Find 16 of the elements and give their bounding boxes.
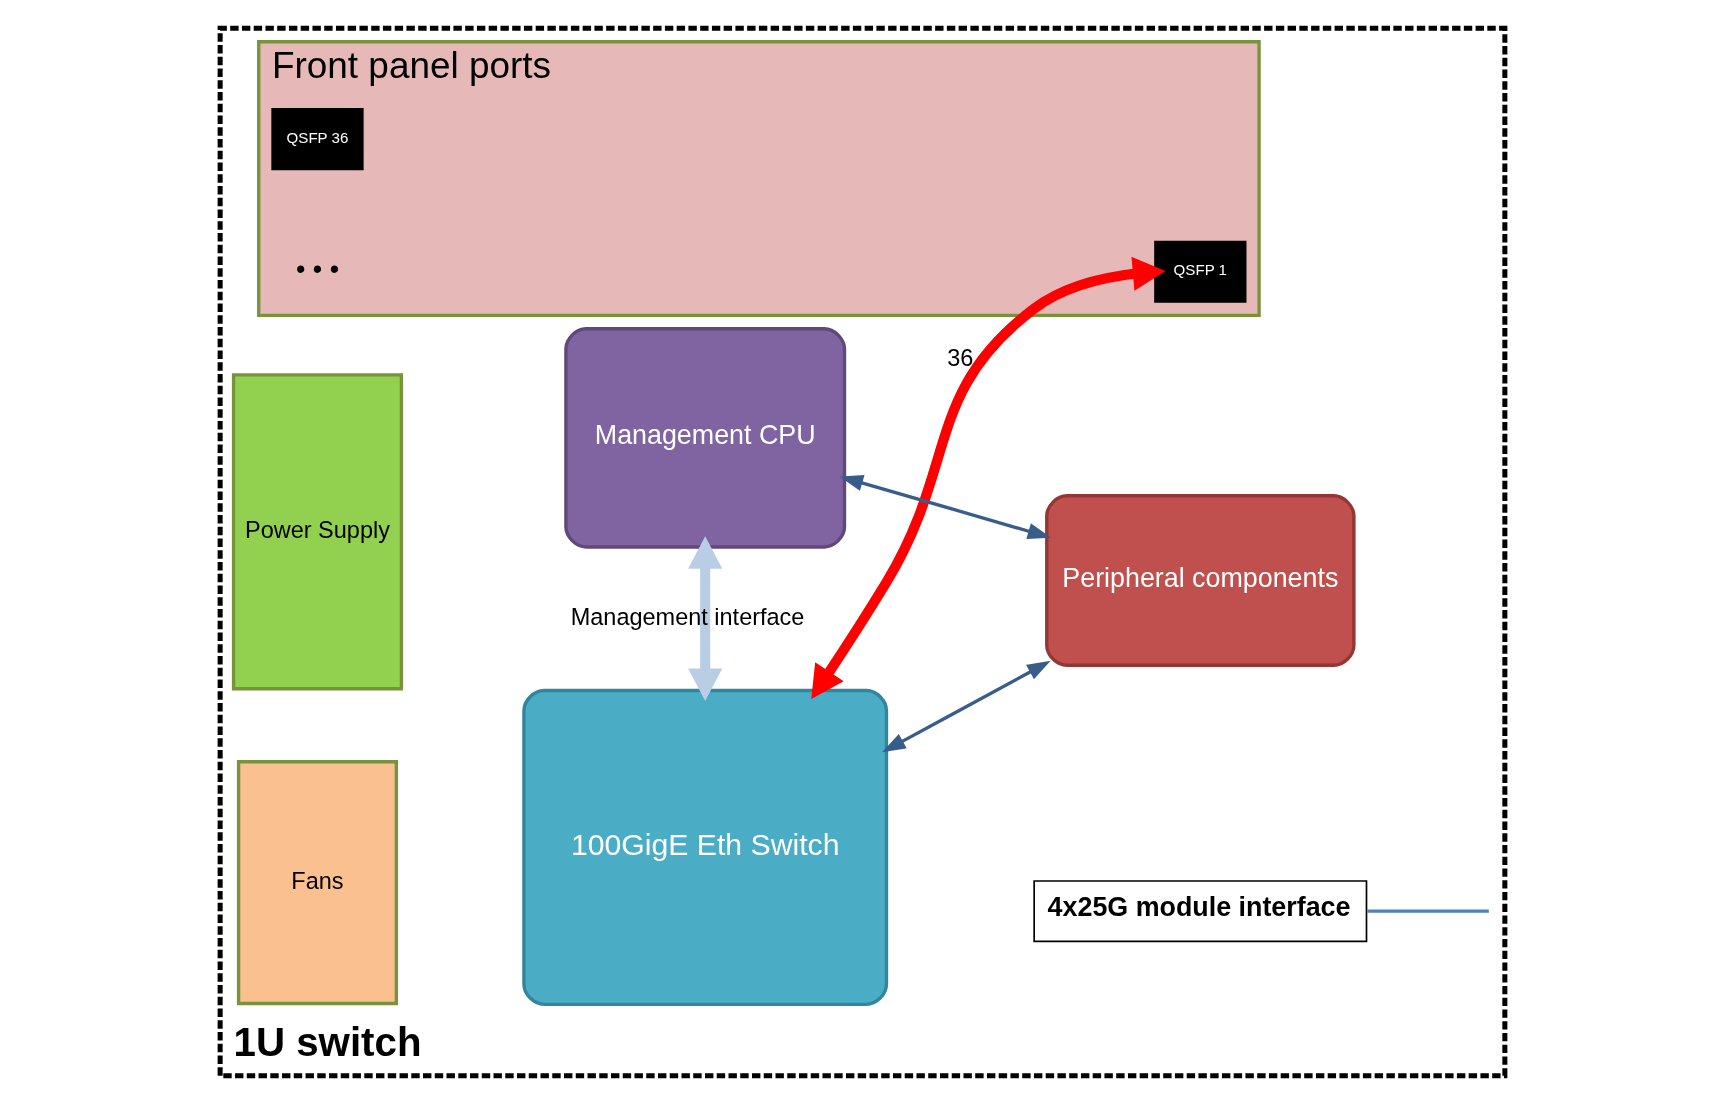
node-box: Fans — [236, 760, 399, 1006]
arrow — [882, 660, 1051, 753]
arrow — [839, 475, 1052, 540]
arrow — [811, 256, 1166, 699]
connector — [1367, 909, 1489, 913]
edge-label: Management interface — [570, 603, 805, 630]
node-box: Peripheral components — [1045, 494, 1356, 667]
node-box: 100GigE Eth Switch — [522, 688, 889, 1006]
label: • • • — [295, 254, 340, 285]
arrow — [688, 536, 723, 702]
node-box: 4x25G module interface — [1033, 880, 1368, 943]
node-box: QSFP 1 — [1154, 240, 1247, 303]
node-box: Power Supply — [231, 373, 404, 691]
edge-label: 36 — [947, 345, 974, 372]
node-box: Management CPU — [564, 327, 847, 549]
node-box: QSFP 36 — [271, 108, 364, 171]
